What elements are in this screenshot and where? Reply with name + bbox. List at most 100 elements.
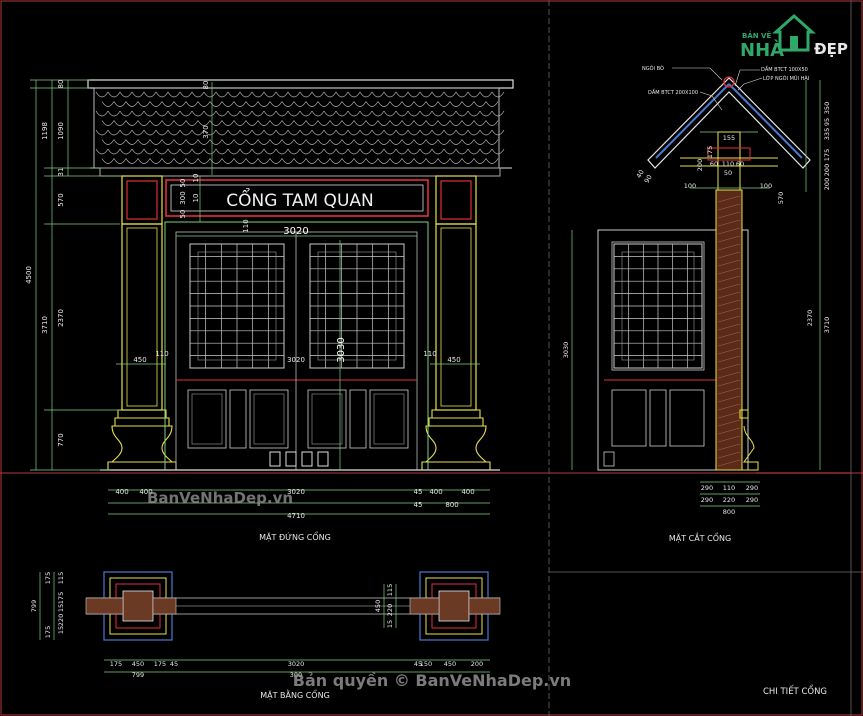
roof-tile [353, 139, 367, 145]
hatch-line [717, 379, 741, 387]
roof-tile [455, 91, 469, 98]
roof-tile [263, 148, 277, 155]
roof-tile [383, 129, 397, 136]
roof-tile [179, 91, 193, 98]
roof-tile [125, 139, 139, 145]
roof-tile [227, 148, 241, 155]
roof-tile [113, 120, 127, 126]
roof-tile [443, 148, 457, 155]
sheet-title-detail: CHI TIẾT CỔNG [763, 684, 827, 697]
svg-text:10: 10 [192, 174, 200, 183]
section-roof [647, 76, 811, 191]
roof-tile [269, 120, 283, 126]
svg-text:290: 290 [701, 496, 713, 504]
roof-tile [389, 120, 403, 126]
roof-tile [395, 91, 409, 98]
sign-frame [165, 179, 429, 217]
roof-tile [185, 158, 199, 164]
sign-inner [170, 184, 424, 212]
roof-tile [155, 148, 169, 155]
watermark-mid: BanVeNhaDep.vn [147, 489, 293, 507]
roof-tile [491, 91, 505, 98]
sign-title: CỔNG TAM QUAN [226, 187, 373, 211]
roof-tile [227, 91, 241, 98]
roof-ridge [87, 79, 514, 89]
svg-text:175: 175 [44, 572, 52, 584]
dim-lines-section [571, 80, 821, 507]
svg-text:45: 45 [414, 660, 422, 668]
plan-view: 175 115 175 15 220 15 175 799 450 115 22… [30, 571, 501, 701]
roof-tile [251, 148, 265, 155]
svg-text:400: 400 [139, 488, 152, 496]
svg-text:50: 50 [179, 179, 187, 188]
roof-tiles-outline [93, 87, 500, 169]
roof-tile [149, 158, 163, 164]
hatch-line [717, 419, 741, 427]
roof-tile [173, 120, 187, 126]
roof-tile [155, 91, 169, 98]
hatch-line [717, 443, 741, 451]
svg-text:45: 45 [170, 660, 178, 668]
roof-tile [257, 101, 271, 107]
roof-tile [323, 91, 337, 98]
roof-tile [293, 158, 307, 164]
dim-text-section: 3030 350 95 335 175 200 200 570 2370 371… [562, 102, 831, 516]
roof-tile [371, 110, 385, 117]
hatch-line [717, 323, 741, 331]
roof-tile [95, 91, 109, 98]
roof-tile [167, 91, 181, 98]
roof-tile [191, 91, 205, 98]
roof-tile [95, 148, 109, 155]
hatch-line [717, 275, 741, 283]
roof-tile [305, 158, 319, 164]
roof-tile [107, 129, 121, 136]
roof-tile [317, 158, 331, 164]
roof-tile [467, 129, 481, 136]
svg-text:110: 110 [723, 484, 735, 492]
roof-tile [167, 110, 181, 117]
svg-text:770: 770 [57, 433, 65, 446]
roof-tile [449, 120, 463, 126]
roof-tile [95, 110, 109, 117]
roof-tile [377, 139, 391, 145]
roof-tile [419, 148, 433, 155]
roof-tile [401, 101, 415, 107]
svg-text:150: 150 [420, 660, 432, 668]
svg-text:175: 175 [44, 626, 52, 638]
roof-tile [389, 139, 403, 145]
svg-text:110: 110 [722, 160, 734, 168]
svg-text:LỚP NGÓI MŨI HÀI: LỚP NGÓI MŨI HÀI [763, 75, 809, 82]
roof-tile [425, 120, 439, 126]
hatch-line [717, 307, 741, 315]
view-title-section: MẶT CẮT CỔNG [669, 531, 731, 544]
roof-tile [239, 110, 253, 117]
svg-text:3020: 3020 [288, 660, 305, 668]
svg-text:15: 15 [57, 604, 65, 612]
roof-tile [191, 110, 205, 117]
roof-tile [437, 120, 451, 126]
roof-tile [137, 101, 151, 107]
roof-tile [419, 91, 433, 98]
roof-tile [467, 91, 481, 98]
roof-tile [353, 158, 367, 164]
lattice-inner [197, 251, 277, 361]
roof-tile [431, 148, 445, 155]
svg-text:350: 350 [823, 102, 831, 114]
roof-tile [275, 91, 289, 98]
roof-tile [329, 101, 343, 107]
roof-tile [275, 148, 289, 155]
roof-tile [341, 120, 355, 126]
svg-text:450: 450 [447, 356, 460, 364]
roof-tile [233, 120, 247, 126]
roof-notes: NGÓI BÒ DẦM BTCT 100X50 LỚP NGÓI MŨI HÀI… [642, 65, 809, 96]
roof-tile [185, 101, 199, 107]
section-lattice-frame [611, 241, 705, 371]
svg-text:110: 110 [242, 219, 250, 232]
hatch-line [717, 243, 741, 251]
roof-tile [335, 129, 349, 136]
svg-text:15: 15 [386, 620, 394, 628]
roof-tile [203, 91, 217, 98]
svg-text:110: 110 [155, 350, 168, 358]
hatch-line [717, 435, 741, 443]
roof-tile [359, 91, 373, 98]
